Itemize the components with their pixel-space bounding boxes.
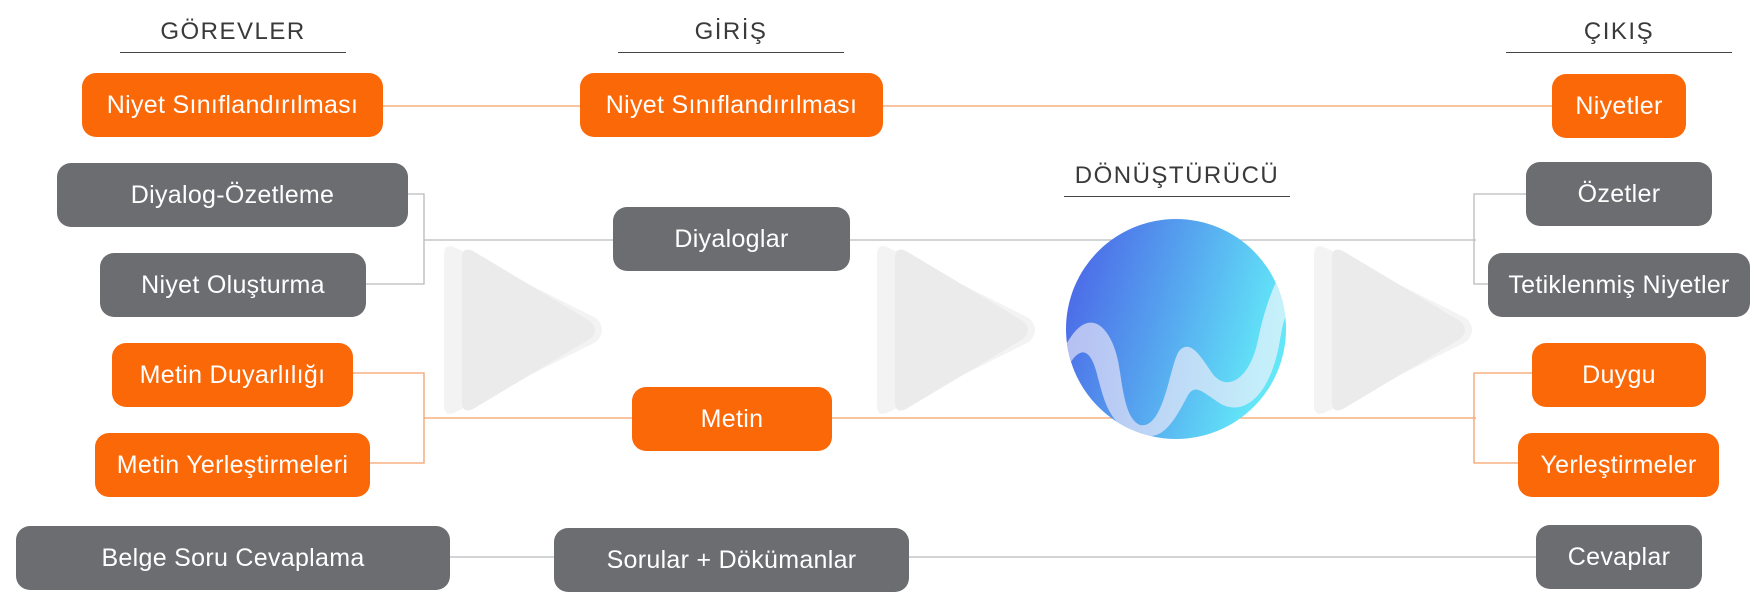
header-transformer: DÖNÜŞTÜRÜCÜ — [1064, 162, 1290, 197]
header-tasks: GÖREVLER — [120, 18, 346, 53]
flow-arrow-icon — [877, 246, 1035, 414]
output-intents: Niyetler — [1552, 74, 1686, 138]
header-input: GİRİŞ — [618, 18, 844, 53]
flow-arrow-icon — [1314, 246, 1472, 414]
connector-summary-bracket — [1473, 193, 1526, 285]
task-intent-generation: Niyet Oluşturma — [100, 253, 366, 317]
input-dialogs: Diyaloglar — [613, 207, 850, 271]
connector-output-bracket — [1473, 372, 1532, 464]
output-sentiment: Duygu — [1532, 343, 1706, 407]
flow-arrows — [444, 246, 1472, 414]
input-questions-documents: Sorular + Dökümanlar — [554, 528, 909, 592]
task-document-qa: Belge Soru Cevaplama — [16, 526, 450, 590]
task-dialog-summarization: Diyalog-Özetleme — [57, 163, 408, 227]
transformer-logo-icon — [1066, 219, 1286, 439]
output-triggered-intents: Tetiklenmiş Niyetler — [1488, 253, 1750, 317]
connector-dialog-bracket — [366, 193, 425, 285]
header-output: ÇIKIŞ — [1506, 18, 1732, 53]
task-intent-classification: Niyet Sınıflandırılması — [82, 73, 383, 137]
output-summaries: Özetler — [1526, 162, 1712, 226]
output-answers: Cevaplar — [1536, 525, 1702, 589]
task-text-sentiment: Metin Duyarlılığı — [112, 343, 353, 407]
input-text: Metin — [632, 387, 832, 451]
connector-lines — [352, 105, 1552, 558]
flow-arrow-icon — [444, 246, 602, 414]
output-embeddings: Yerleştirmeler — [1518, 433, 1719, 497]
task-text-embeddings: Metin Yerleştirmeleri — [95, 433, 370, 497]
input-intent-classification: Niyet Sınıflandırılması — [580, 73, 883, 137]
